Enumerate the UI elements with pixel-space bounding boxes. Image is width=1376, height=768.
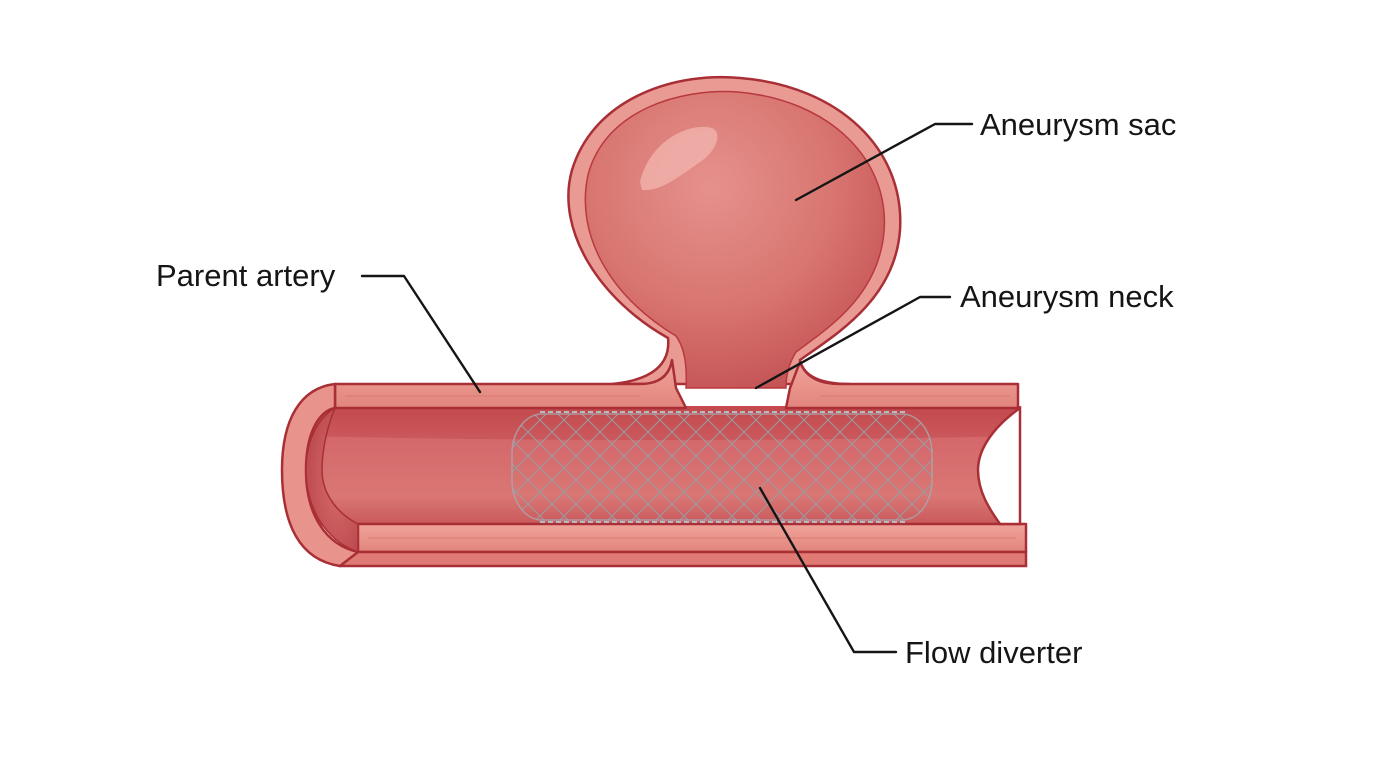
label-aneurysm-neck: Aneurysm neck — [960, 279, 1174, 314]
leader-parent-artery — [360, 274, 482, 394]
leader-flow-diverter — [758, 486, 898, 654]
parent-artery-top-wall — [333, 358, 1020, 410]
label-aneurysm-sac: Aneurysm sac — [980, 107, 1176, 142]
label-parent-artery: Parent artery — [156, 258, 336, 293]
parent-artery-bottom-wall — [338, 522, 1028, 568]
aneurysm-sac-shape — [567, 75, 902, 389]
artery-right-opening — [976, 405, 1022, 526]
flow-diverter-stent — [511, 411, 933, 523]
leader-aneurysm-sac — [794, 122, 974, 202]
artery-left-opening — [280, 382, 360, 568]
label-flow-diverter: Flow diverter — [905, 635, 1082, 670]
leader-aneurysm-neck — [754, 295, 952, 390]
